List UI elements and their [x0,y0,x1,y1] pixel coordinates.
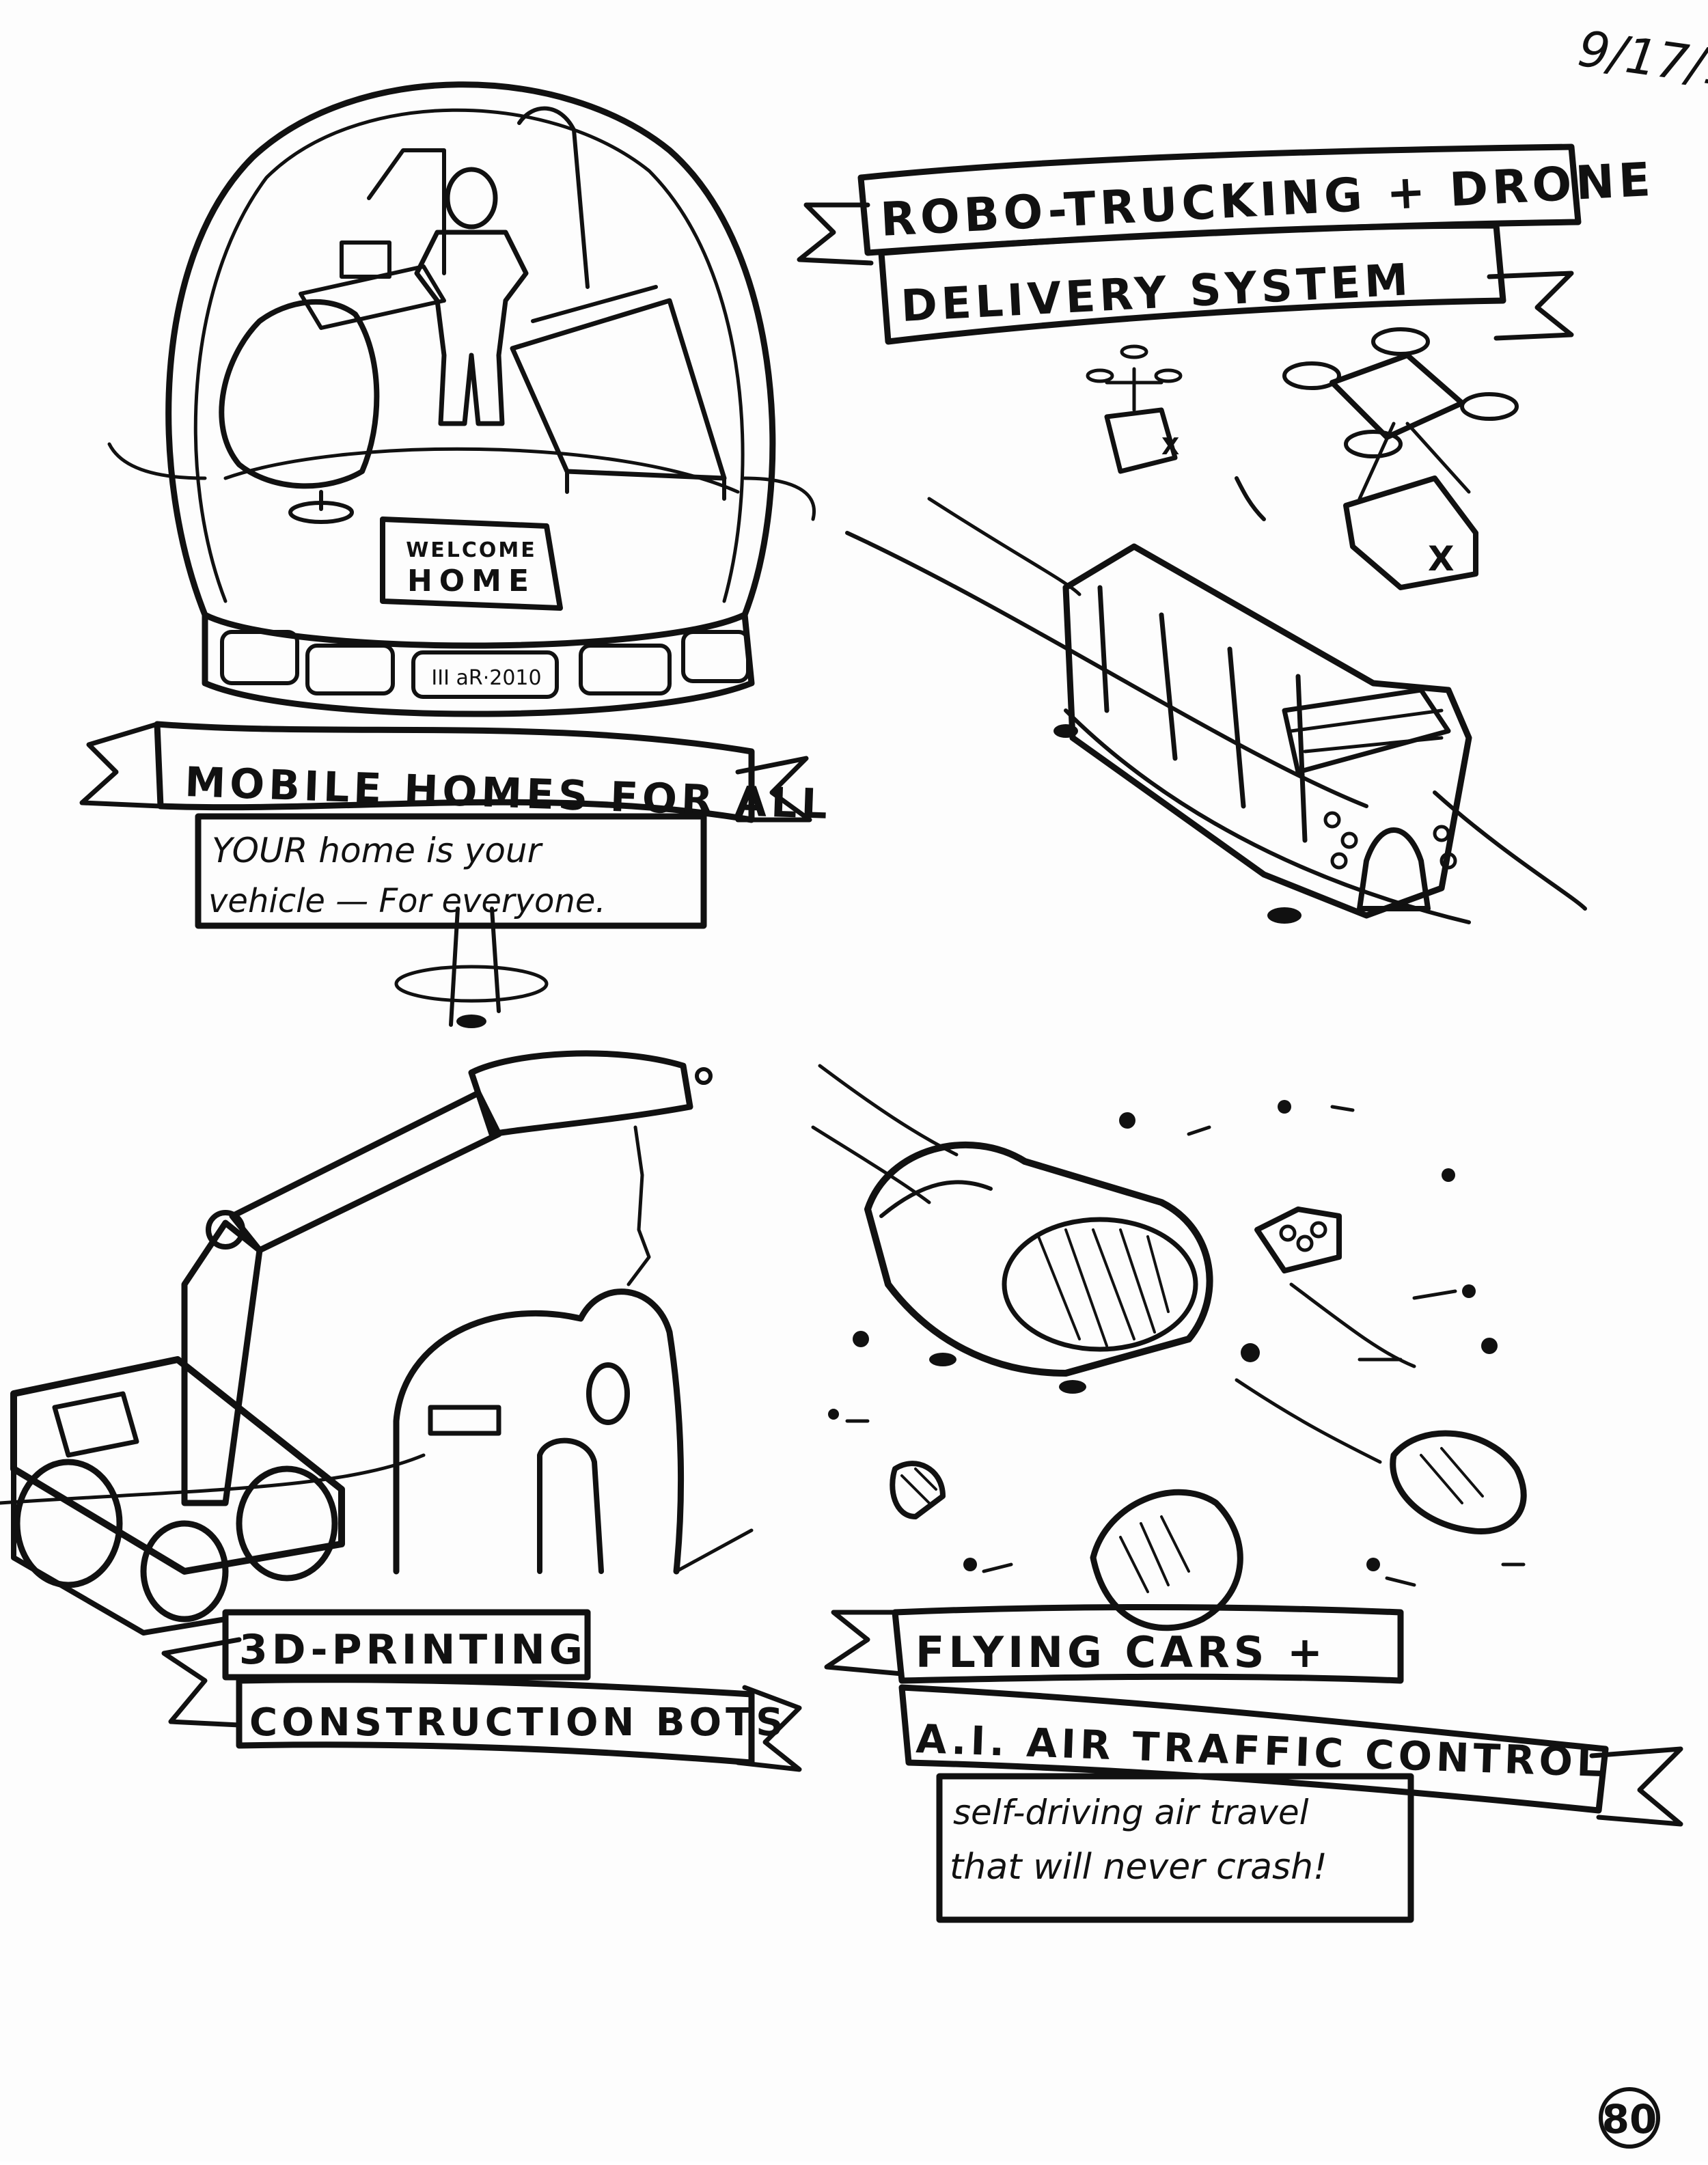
banner-construction-bots-line1: 3D-PRINTING [239,1626,587,1674]
robo-truck [845,476,1587,924]
caption-mobile-homes: YOUR home is your vehicle — For everyone… [195,813,707,929]
drone-large: X [1282,327,1519,590]
drone-small: X [1086,344,1183,474]
flying-car-tiny [890,1461,946,1519]
page-date: 9/17/17 [1575,20,1708,103]
person-silhouette [414,167,529,426]
banner-robo-trucking: ROBO-TRUCKING + DRONE DELIVERY SYSTEM [797,143,1656,345]
caption-mobile-homes-line2: vehicle — For everyone. [208,882,606,920]
banner-mobile-homes: MOBILE HOMES FOR ALL [79,721,832,829]
drone-large-box-mark: X [1428,539,1455,579]
banner-construction-bots-line2: CONSTRUCTION BOTS [249,1700,788,1745]
welcome-mat-line1: WELCOME [406,538,537,562]
banner-construction-bots: 3D-PRINTING CONSTRUCTION BOTS [161,1609,802,1772]
banner-robo-trucking-line2: DELIVERY SYSTEM [900,255,1414,332]
page-number-text: 80 [1602,2096,1657,2142]
welcome-mat: WELCOME HOME [380,516,563,611]
caption-flying-cars-line2: that will never crash! [950,1847,1327,1888]
console-label: III aR·2010 [431,666,541,690]
welcome-mat-line2: HOME [407,564,536,598]
page-number: 80 [1599,2087,1660,2149]
flying-car-medium [1090,1489,1243,1631]
caption-flying-cars: self-driving air travel that will never … [936,1773,1414,1923]
flying-car-small [1254,1206,1342,1273]
distant-traffic [828,1100,1526,1587]
console-panel [220,630,299,685]
caption-mobile-homes-line1: YOUR home is your [212,831,544,870]
banner-flying-cars-line1: FLYING CARS + [915,1627,1327,1677]
console-panel [305,644,395,695]
flying-cars-illustration [811,1064,1527,1631]
console-panel [681,630,750,683]
drone-box-mark: X [1161,433,1179,460]
page-number-circle [1599,2087,1660,2149]
flying-car-large [864,1141,1213,1394]
console-panel [579,644,672,695]
construction-bot [0,1050,754,1636]
flying-car-right [1390,1430,1527,1534]
console-panel [411,650,559,699]
mobile-home-illustration: III aR·2010 WELCOME HOME [107,81,816,1028]
caption-flying-cars-line1: self-driving air travel [953,1793,1309,1832]
banner-flying-cars: FLYING CARS + A.I. AIR TRAFFIC CONTROL [824,1604,1683,1827]
